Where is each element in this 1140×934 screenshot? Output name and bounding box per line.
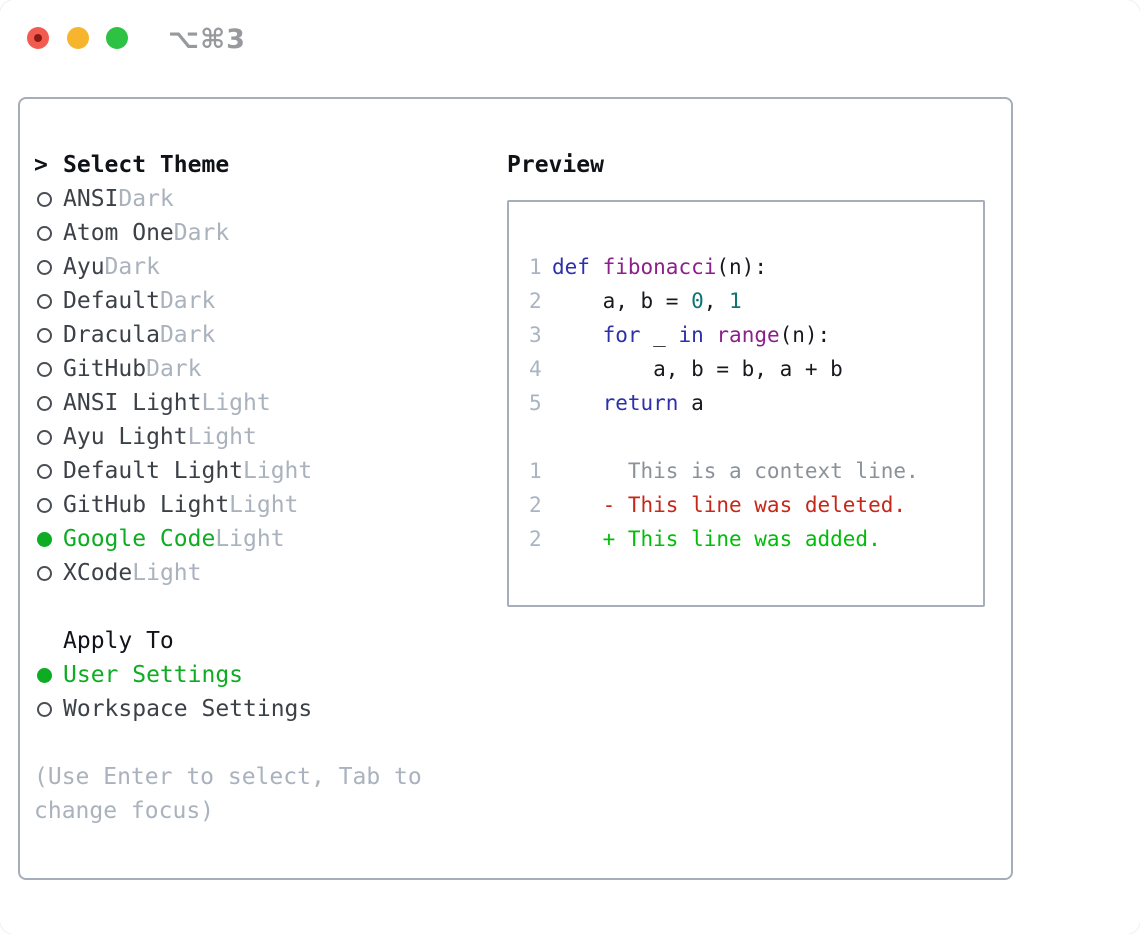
line-number: 2 [529, 527, 542, 551]
zoom-button[interactable] [106, 27, 128, 49]
preview-header: Preview [507, 148, 985, 182]
radio-unselected-icon [34, 259, 63, 275]
spacer-row [34, 726, 422, 760]
option-label: Atom One [63, 220, 174, 246]
theme-item-github-light[interactable]: GitHub Light Light [34, 488, 422, 522]
radio-unselected-icon [34, 565, 63, 581]
theme-item-default-light[interactable]: Default Light Light [34, 454, 422, 488]
option-label: ANSI Light [63, 390, 202, 416]
theme-item-ayu-light[interactable]: Ayu Light Light [34, 420, 422, 454]
theme-variant-badge: Light [229, 492, 299, 518]
theme-item-xcode[interactable]: XCode Light [34, 556, 422, 590]
code-line: 1 This is a context line. [529, 454, 983, 488]
apply-option-workspace-settings[interactable]: Workspace Settings [34, 692, 422, 726]
line-number: 4 [529, 357, 542, 381]
option-label: GitHub Light [63, 492, 230, 518]
theme-item-dracula[interactable]: Dracula Dark [34, 318, 422, 352]
select-theme-title: Select Theme [63, 152, 230, 178]
option-label: Dracula [63, 322, 160, 348]
line-number: 2 [529, 493, 542, 517]
select-theme-header: > Select Theme [34, 148, 422, 182]
theme-item-ayu[interactable]: Ayu Dark [34, 250, 422, 284]
line-number: 5 [529, 391, 542, 415]
code-line: 4 a, b = b, a + b [529, 352, 983, 386]
code-line: 2 + This line was added. [529, 522, 983, 556]
theme-item-atom-one[interactable]: Atom One Dark [34, 216, 422, 250]
titlebar: ⌥⌘3 [0, 0, 1140, 76]
radio-unselected-icon [34, 429, 63, 445]
apply-to-title: Apply To [63, 628, 174, 654]
radio-unselected-icon [34, 225, 63, 241]
selection-prompt-icon: > [34, 152, 48, 178]
theme-item-github[interactable]: GitHub Dark [34, 352, 422, 386]
option-label: Google Code [63, 526, 216, 552]
unsaved-dot-icon [34, 34, 42, 42]
radio-unselected-icon [34, 497, 63, 513]
option-label: Default [63, 288, 160, 314]
option-label: XCode [63, 560, 133, 586]
radio-selected-icon [34, 531, 63, 547]
option-label: Ayu [63, 254, 105, 280]
option-label: Workspace Settings [63, 696, 313, 722]
theme-variant-badge: Dark [159, 288, 216, 314]
radio-unselected-icon [34, 191, 63, 207]
theme-item-ansi[interactable]: ANSI Dark [34, 182, 422, 216]
radio-unselected-icon [34, 327, 63, 343]
theme-variant-badge: Dark [118, 186, 174, 212]
line-number: 1 [529, 459, 542, 483]
theme-item-ansi-light[interactable]: ANSI Light Light [34, 386, 422, 420]
hint-line-1: (Use Enter to select, Tab to [34, 764, 422, 790]
code-line: 2 a, b = 0, 1 [529, 284, 983, 318]
theme-variant-badge: Dark [104, 254, 160, 280]
option-label: GitHub [63, 356, 147, 382]
radio-unselected-icon [34, 395, 63, 411]
apply-option-user-settings[interactable]: User Settings [34, 658, 422, 692]
code-line [529, 420, 983, 454]
theme-item-google-code[interactable]: Google Code Light [34, 522, 422, 556]
spacer-row [34, 590, 422, 624]
theme-variant-badge: Dark [159, 322, 216, 348]
theme-variant-badge: Dark [173, 220, 230, 246]
radio-unselected-icon [34, 361, 63, 377]
code-line: 2 - This line was deleted. [529, 488, 983, 522]
radio-unselected-icon [34, 293, 63, 309]
line-number: 2 [529, 289, 542, 313]
option-label: User Settings [63, 662, 244, 688]
theme-item-default[interactable]: Default Dark [34, 284, 422, 318]
theme-variant-badge: Light [132, 560, 202, 586]
radio-unselected-icon [34, 701, 63, 717]
theme-variant-badge: Dark [146, 356, 202, 382]
theme-variant-badge: Light [187, 424, 257, 450]
option-label: Default Light [63, 458, 244, 484]
code-line: 5 return a [529, 386, 983, 420]
radio-selected-icon [34, 667, 63, 683]
hint-line-2: change focus) [34, 798, 215, 824]
theme-variant-badge: Light [243, 458, 313, 484]
minimize-button[interactable] [67, 27, 89, 49]
radio-unselected-icon [34, 463, 63, 479]
option-label: ANSI [63, 186, 119, 212]
line-number: 3 [529, 323, 542, 347]
window-shortcut-label: ⌥⌘3 [168, 24, 246, 55]
code-line: 3 for _ in range(n): [529, 318, 983, 352]
close-button[interactable] [27, 27, 49, 49]
option-label: Ayu Light [63, 424, 188, 450]
theme-variant-badge: Light [215, 526, 285, 552]
preview-title: Preview [507, 152, 604, 178]
theme-variant-badge: Light [201, 390, 271, 416]
line-number: 1 [529, 255, 542, 279]
